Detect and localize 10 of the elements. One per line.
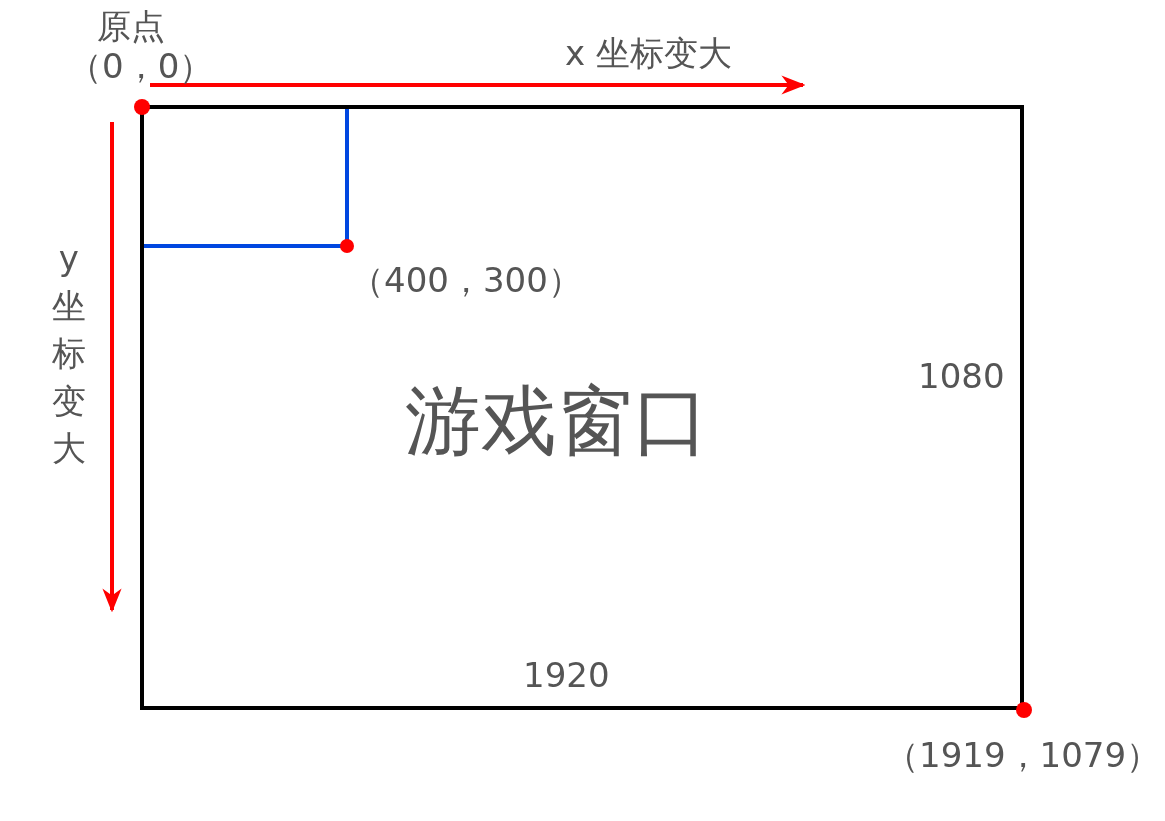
window-title: 游戏窗口 bbox=[405, 375, 709, 467]
coordinate-label: （0，0） bbox=[68, 48, 214, 86]
axis-label: x 坐标变大 bbox=[565, 35, 732, 73]
dimension-label: 1920 bbox=[523, 657, 610, 695]
axis-label: y 坐标变大 bbox=[50, 237, 87, 471]
origin-label: 原点 bbox=[97, 8, 165, 46]
game-window-frame bbox=[140, 105, 1024, 710]
coordinate-label: （1919，1079） bbox=[885, 737, 1161, 775]
coordinate-label: （400，300） bbox=[350, 262, 582, 300]
dimension-label: 1080 bbox=[918, 358, 1005, 396]
